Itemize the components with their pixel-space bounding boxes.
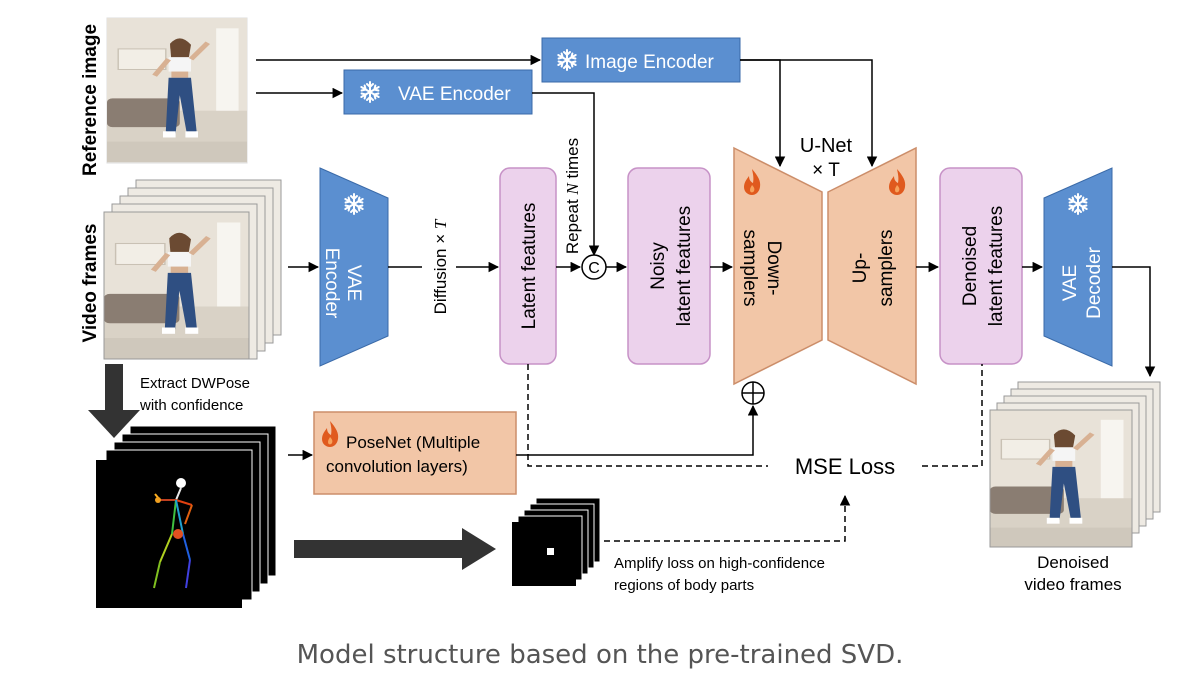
extract-label-2: with confidence (139, 397, 243, 414)
noisy-label-1: Noisy (648, 242, 669, 290)
repeat-label: Repeat N times (563, 138, 582, 254)
extract-label-1: Extract DWPose (140, 375, 250, 392)
confidence-mask-stack (512, 497, 601, 586)
pose-frames-stack (96, 425, 277, 608)
unet-label: U-Net (800, 135, 853, 157)
vae-decoder-block: VAE Decoder (1043, 167, 1113, 367)
up-label-1: Up- (850, 253, 871, 284)
vae-encoder-top-label: VAE Encoder (398, 84, 511, 105)
unet-times-label: × T (812, 160, 840, 181)
up-label-2: samplers (876, 229, 897, 306)
latent-features-label: Latent features (519, 203, 540, 330)
noisy-latent-features-block: Noisy latent features (627, 167, 711, 365)
pose-skeleton (153, 478, 193, 589)
vae-encoder-top-block: VAE Encoder (343, 69, 533, 115)
video-frames-stack (104, 179, 282, 359)
posenet-label-2: convolution layers) (326, 457, 468, 476)
down-samplers-block: Down- samplers (733, 146, 823, 386)
vae-encoder-side-label-2: Encoder (321, 248, 342, 319)
amplify-right-arrow (294, 528, 496, 570)
denoised-latent-features-block: Denoised latent features (939, 167, 1023, 365)
mse-loss-label: MSE Loss (795, 454, 895, 479)
vae-encoder-side-label-1: VAE (343, 265, 364, 302)
posenet-block: PoseNet (Multiple convolution layers) (313, 411, 517, 495)
video-frames-label: Video frames (80, 224, 101, 343)
noisy-label-2: latent features (674, 206, 695, 326)
extract-down-arrow (88, 364, 140, 438)
denoised-label-2: latent features (986, 206, 1007, 326)
down-label-2: samplers (739, 229, 760, 306)
add-node (741, 381, 765, 405)
concat-symbol: C (588, 260, 600, 277)
denoised-frames-label-2: video frames (1024, 575, 1121, 594)
denoised-frames-label-1: Denoised (1037, 553, 1109, 572)
down-label-1: Down- (763, 241, 784, 296)
posenet-label-1: PoseNet (Multiple (346, 433, 480, 452)
diffusion-label: Diffusion × T (431, 218, 450, 314)
amplify-label-2: regions of body parts (614, 577, 754, 594)
image-encoder-block: Image Encoder (541, 37, 741, 83)
vae-decoder-label-1: VAE (1060, 265, 1081, 302)
reference-image-label: Reference image (80, 24, 101, 176)
denoised-frames-stack (990, 381, 1161, 547)
amplify-label-1: Amplify loss on high-confidence (614, 555, 825, 572)
vae-decoder-label-2: Decoder (1084, 246, 1105, 318)
up-samplers-block: Up- samplers (827, 146, 917, 386)
denoised-label-1: Denoised (960, 226, 981, 306)
concat-node: C (581, 254, 607, 280)
latent-features-block: Latent features (499, 167, 557, 365)
image-encoder-label: Image Encoder (585, 52, 715, 73)
figure-caption: Model structure based on the pre-trained… (296, 640, 904, 670)
vae-encoder-block: VAE Encoder (319, 167, 389, 367)
